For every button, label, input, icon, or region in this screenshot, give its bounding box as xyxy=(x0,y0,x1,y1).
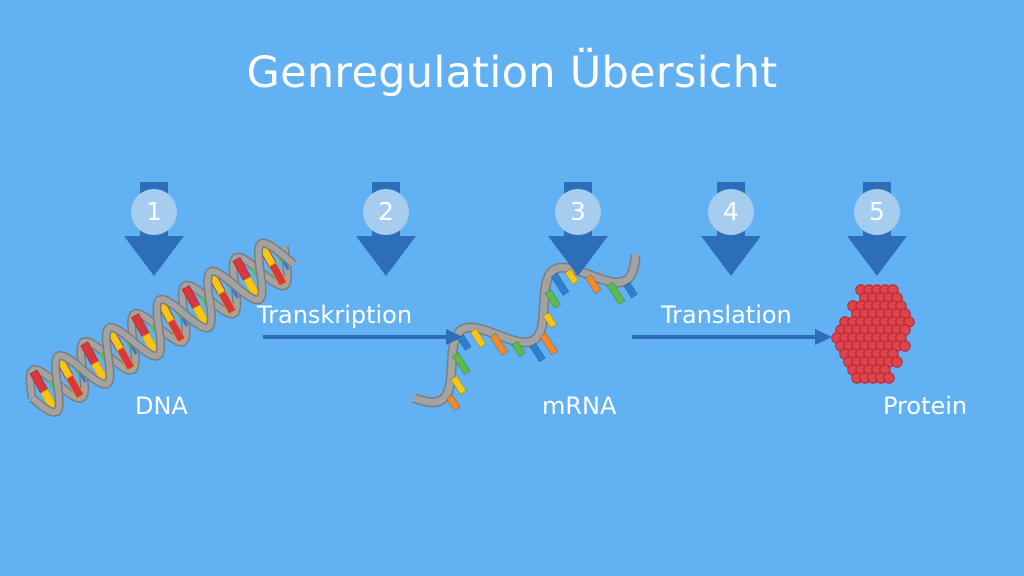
step-number: 1 xyxy=(131,189,177,235)
protein-label: Protein xyxy=(883,392,968,420)
regulation-step-5-arrow: 5 xyxy=(847,182,907,276)
mrna-strand-illustration xyxy=(412,254,641,412)
dna-label: DNA xyxy=(135,392,188,420)
step-number: 4 xyxy=(708,189,754,235)
transcription-arrow xyxy=(263,329,463,345)
translation-arrow xyxy=(632,329,832,345)
dna-helix-illustration xyxy=(25,238,297,418)
step-number: 5 xyxy=(854,189,900,235)
transcription-label: Transkription xyxy=(257,301,413,329)
mrna-label: mRNA xyxy=(542,392,617,420)
step-number: 2 xyxy=(363,189,409,235)
protein-residue xyxy=(899,340,911,352)
regulation-step-3-arrow: 3 xyxy=(548,182,608,276)
protein-illustration xyxy=(831,284,915,384)
translation-label: Translation xyxy=(661,301,792,329)
protein-residue xyxy=(883,372,895,384)
protein-residue xyxy=(891,356,903,368)
regulation-step-2-arrow: 2 xyxy=(356,182,416,276)
page-title: Genregulation Übersicht xyxy=(246,48,778,98)
regulation-step-4-arrow: 4 xyxy=(701,182,761,276)
regulation-step-1-arrow: 1 xyxy=(124,182,184,276)
step-number: 3 xyxy=(555,189,601,235)
